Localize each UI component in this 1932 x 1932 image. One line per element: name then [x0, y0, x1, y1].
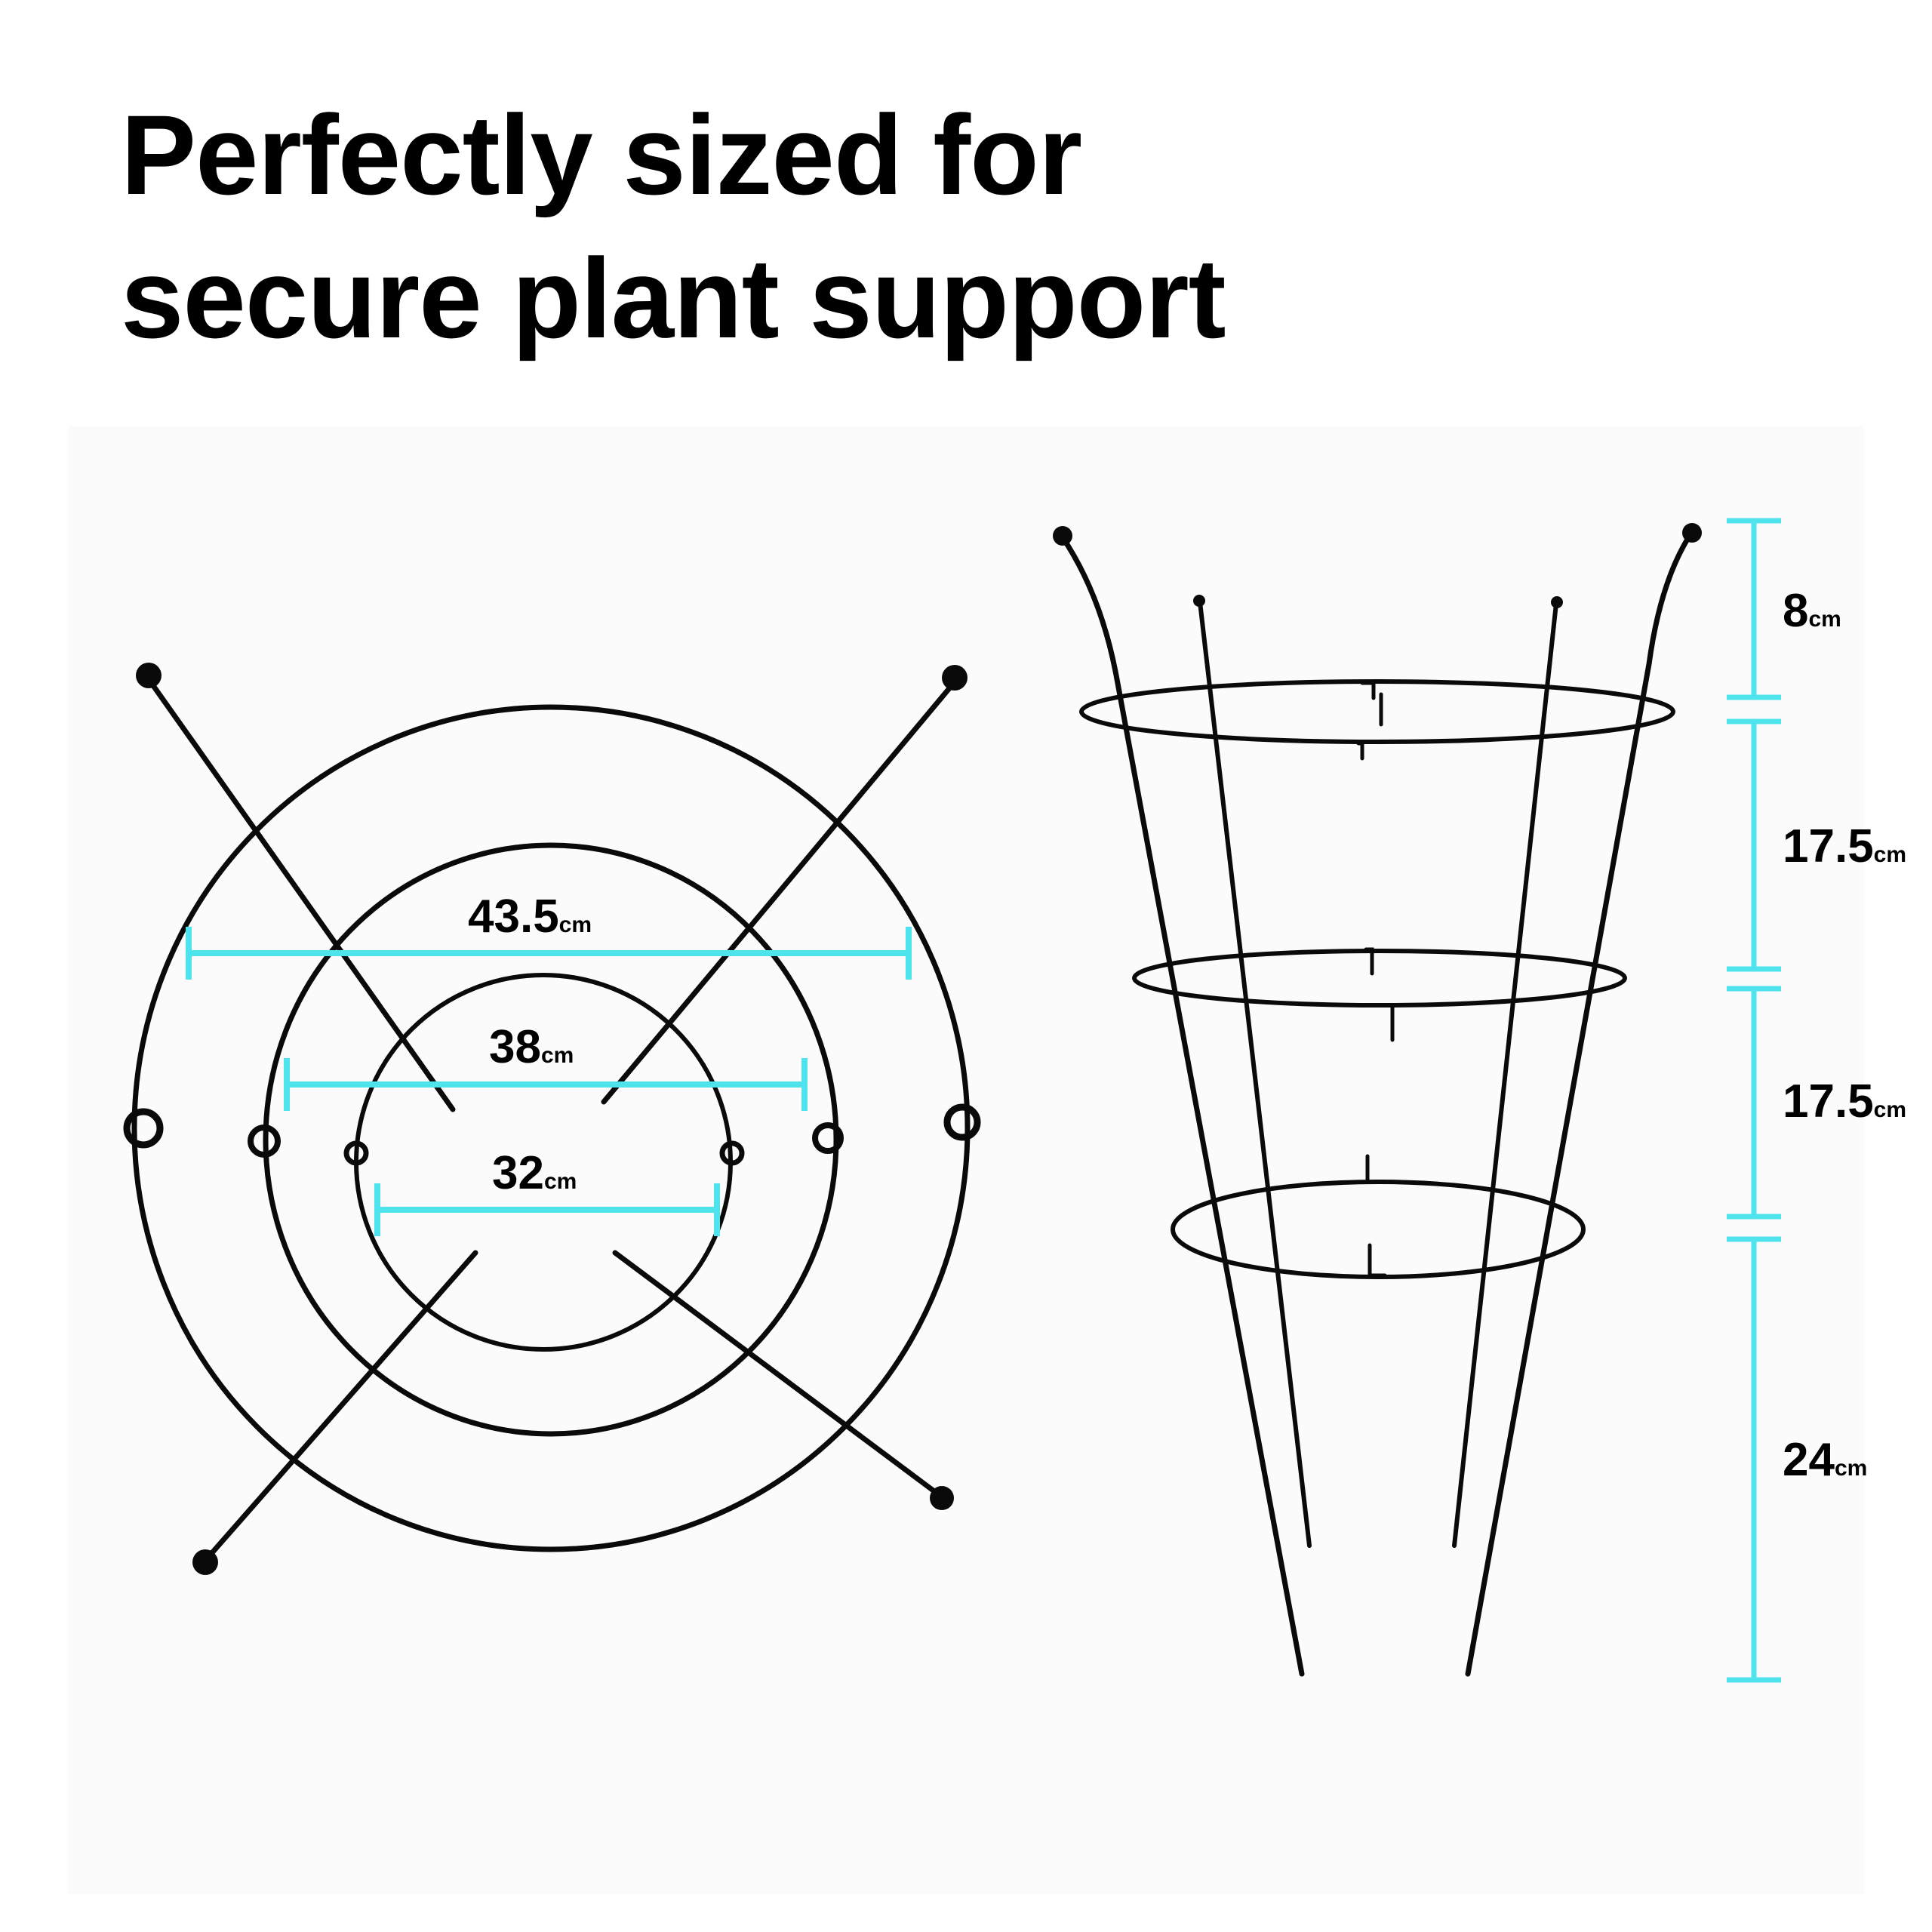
- middle-ring: [263, 842, 839, 1437]
- diameter-label-outer: 43.5cm: [468, 891, 592, 943]
- ring-loop: [719, 1140, 745, 1166]
- side-view-illustration: [1060, 531, 1694, 1677]
- top-view-dimensions: [186, 927, 912, 1236]
- top-view-ball-tips: [136, 663, 968, 1575]
- leg-wire: [146, 676, 456, 1112]
- side-view-ball-tips: [1053, 523, 1702, 608]
- ring-top: [1079, 679, 1675, 744]
- height-label-lower-middle: 17.5cm: [1783, 1075, 1906, 1128]
- height-label-top: 8cm: [1783, 585, 1841, 637]
- ring-clip: [1356, 681, 1383, 761]
- diameter-label-inner: 32cm: [492, 1147, 577, 1199]
- height-label-bottom: 24cm: [1783, 1434, 1867, 1486]
- back-leg-wire: [1452, 601, 1558, 1548]
- side-view-dimension-labels: 8cm 17.5cm 17.5cm 24cm: [1783, 585, 1906, 1486]
- top-view-dimension-labels: 43.5cm 38cm 32cm: [468, 891, 592, 1199]
- ring-loop: [812, 1122, 844, 1154]
- ball-tip: [1053, 526, 1072, 546]
- ball-tip: [1682, 523, 1702, 543]
- front-leg-wire: [1060, 534, 1305, 1677]
- ring-clip: [1365, 1154, 1387, 1278]
- side-view-dimensions: [1727, 518, 1781, 1683]
- ball-tip: [942, 665, 968, 691]
- headline-line-1: Perfectly sized for: [121, 91, 1082, 218]
- height-label-upper-middle: 17.5cm: [1783, 820, 1906, 872]
- ball-tip: [192, 1549, 218, 1575]
- ring-loop: [343, 1140, 369, 1166]
- leg-wire: [612, 1250, 946, 1501]
- leg-wire: [201, 1250, 478, 1565]
- ring-loop: [943, 1103, 981, 1141]
- ring-bottom: [1171, 1180, 1586, 1279]
- ring-middle: [1132, 949, 1627, 1008]
- headline-line-2: secure plant support: [121, 235, 1226, 361]
- top-view-illustration: [123, 676, 981, 1565]
- headline: Perfectly sized for secure plant support: [121, 83, 1226, 370]
- ring-loop: [123, 1108, 164, 1149]
- outer-ring: [131, 704, 971, 1552]
- diameter-label-middle: 38cm: [489, 1021, 574, 1073]
- back-leg-wire: [1198, 600, 1312, 1548]
- ball-tip: [1551, 596, 1563, 608]
- ring-clip: [1364, 947, 1395, 1042]
- front-leg-wire: [1465, 531, 1694, 1677]
- ball-tip: [1193, 595, 1205, 607]
- ball-tip: [136, 663, 162, 688]
- ball-tip: [930, 1486, 954, 1510]
- ring-loop: [248, 1124, 281, 1158]
- leg-wire: [601, 676, 960, 1105]
